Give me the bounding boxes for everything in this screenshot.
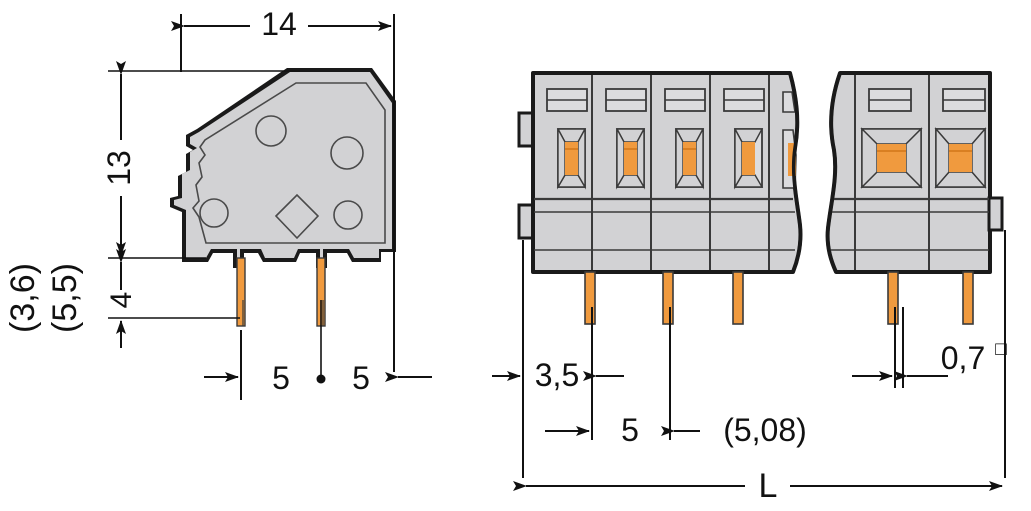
conductor-orange-r2 [949, 144, 972, 172]
pole-r2 [934, 88, 987, 189]
dim-label-4: 4 [105, 292, 138, 309]
conductor-shade-2 [624, 148, 637, 150]
dim-label-tolerance-b: (5,5) [46, 263, 84, 333]
front-view-dimensions: 3,5 5 (5,08) 0,7 □ L [492, 230, 1007, 505]
dim-label-07: 0,7 [941, 340, 985, 376]
side-profile-view [170, 68, 396, 327]
conductor-orange-2 [624, 142, 637, 175]
front-pin-r1 [887, 271, 899, 325]
pole-1 [546, 88, 588, 190]
front-view-right-module-group [825, 71, 1004, 330]
center-mark-dot [316, 374, 326, 384]
side-view-dimensions: 14 13 4 (3,6) (5,5) 5 5 [4, 6, 432, 400]
dim-label-tolerance-a: (3,6) [4, 263, 42, 333]
side-view-pin-1 [236, 257, 246, 327]
dim-label-35: 3,5 [535, 357, 579, 393]
hole-circle-top-left [255, 115, 287, 147]
front-pin-2 [662, 271, 674, 325]
conductor-shade-r2 [949, 150, 972, 152]
dim-label-07-square-symbol: □ [995, 339, 1007, 360]
hole-circle-bottom-right [333, 200, 363, 230]
front-pin-1 [584, 271, 596, 325]
dim-label-L: L [759, 467, 778, 505]
pole-3 [664, 88, 706, 190]
dim-label-14: 14 [261, 6, 297, 42]
front-pin-r2 [962, 271, 974, 325]
hole-circle-top-right [330, 136, 364, 170]
break-line-right-group [825, 72, 842, 273]
conductor-shade-3 [683, 148, 696, 150]
dim-label-13: 13 [101, 150, 137, 186]
break-line-left-group [788, 72, 803, 273]
right-tab [987, 196, 1004, 232]
conductor-shade-1 [565, 148, 578, 150]
front-pin-3 [732, 271, 744, 325]
diamond-marking [274, 193, 320, 240]
hole-circle-bottom-left [199, 198, 229, 228]
pole-4-partial [723, 88, 765, 190]
conductor-shade-r1 [877, 150, 906, 152]
dim-label-pitch-left: 5 [272, 360, 290, 396]
dim-label-508: (5,08) [723, 412, 807, 448]
front-view-left-module-group [517, 71, 803, 325]
dim-label-pitch-right: 5 [352, 360, 370, 396]
conductor-orange-4 [742, 142, 755, 175]
conductor-orange-5-sliver [788, 143, 796, 176]
body-inner-contour [191, 82, 386, 244]
conductor-orange-r1 [877, 144, 906, 172]
body-gray-fill [174, 72, 392, 264]
pole-r1 [860, 88, 923, 189]
dim-label-5: 5 [621, 412, 639, 448]
pole-2 [605, 88, 647, 190]
conductor-orange-3 [683, 142, 696, 175]
operating-slot-5-sliver [782, 91, 796, 113]
conductor-orange-1 [565, 142, 578, 175]
